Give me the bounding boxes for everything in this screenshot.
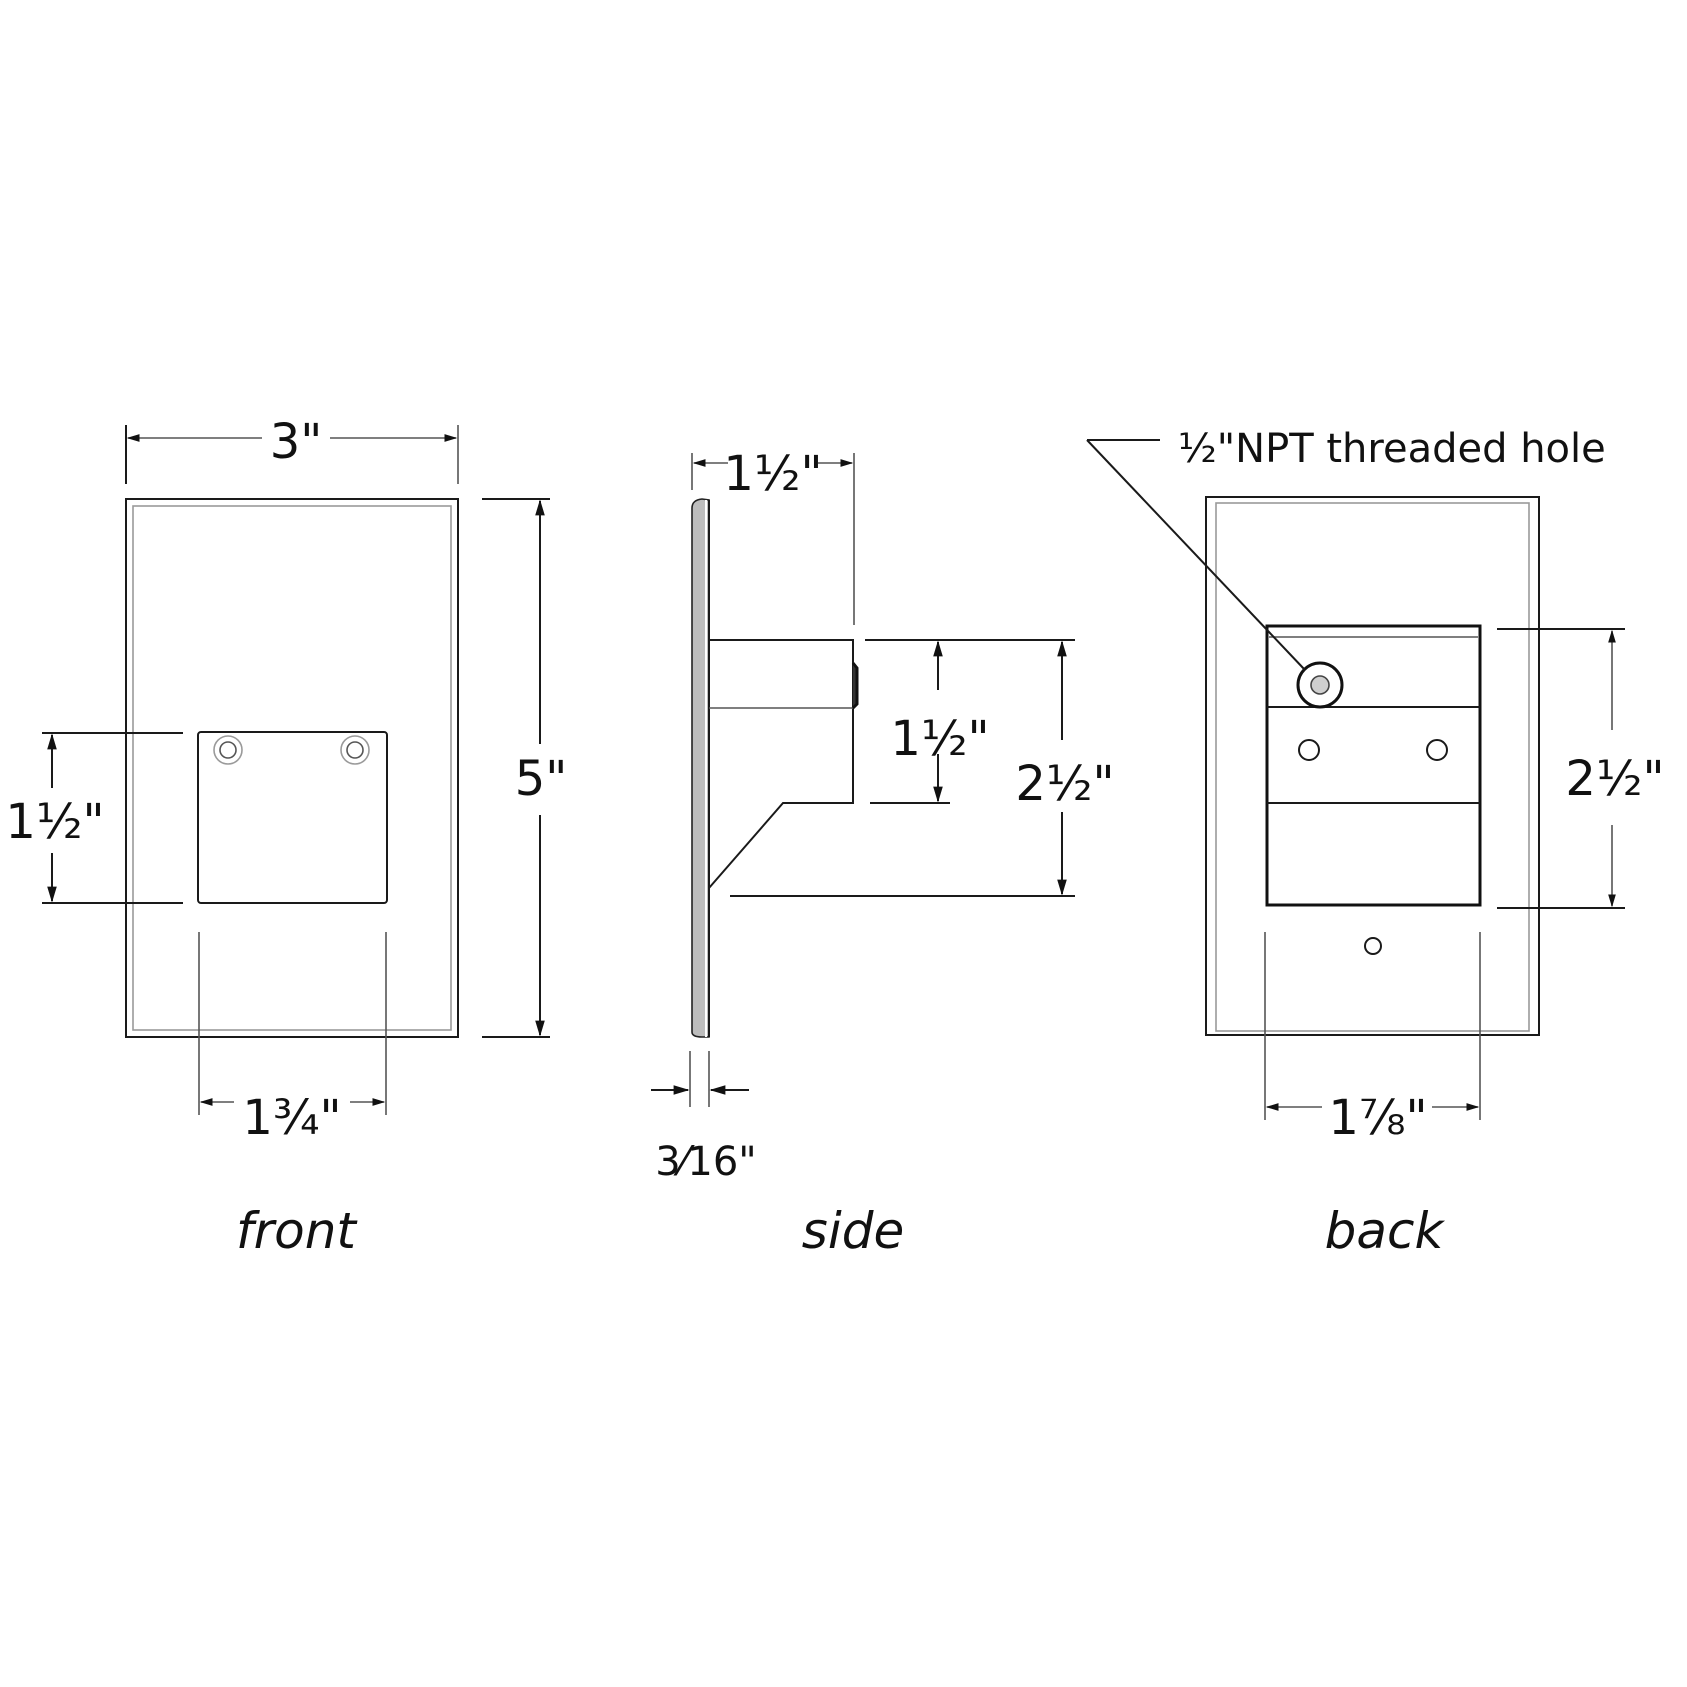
mounting-hole-icon	[1426, 739, 1448, 761]
threaded-hole-callout: ½"NPT threaded hole	[1178, 426, 1606, 472]
front-plate-inner-edge	[132, 505, 452, 1031]
front-box	[197, 731, 388, 904]
back-box-width-label: 1⅞"	[1328, 1090, 1427, 1146]
back-plate-outline	[1205, 496, 1540, 1036]
side-depth-label: 1½"	[723, 446, 822, 502]
side-overall-height-label: 2½"	[1015, 756, 1114, 812]
front-box-width-label: 1¾"	[242, 1090, 341, 1146]
front-plate-outline	[125, 498, 459, 1038]
front-width-label: 3"	[270, 414, 323, 470]
front-view: 3" 5" 1½" 1¾" front	[5, 414, 567, 1260]
threaded-hole-icon	[1296, 661, 1344, 709]
back-box-height-label: 2½"	[1565, 751, 1664, 807]
front-box-height-label: 1½"	[5, 794, 104, 850]
back-view: ½"NPT threaded hole 2½" 1⅞" back	[1086, 426, 1665, 1260]
front-view-label: front	[236, 1202, 358, 1260]
screw-icon	[213, 735, 243, 765]
side-view-label: side	[802, 1202, 904, 1260]
back-view-label: back	[1325, 1202, 1446, 1260]
side-box-height-label: 1½"	[890, 711, 989, 767]
back-housing	[1265, 624, 1482, 907]
mounting-hole-icon	[1298, 739, 1320, 761]
side-housing	[708, 639, 854, 889]
bottom-hole-icon	[1364, 937, 1382, 955]
back-plate-inner-edge	[1215, 502, 1530, 1032]
front-height-label: 5"	[515, 751, 568, 807]
side-thickness-label: 3⁄16"	[655, 1139, 756, 1185]
side-view: 1½" 1½" 2½" 3⁄16" side	[651, 446, 1115, 1260]
screw-icon	[340, 735, 370, 765]
